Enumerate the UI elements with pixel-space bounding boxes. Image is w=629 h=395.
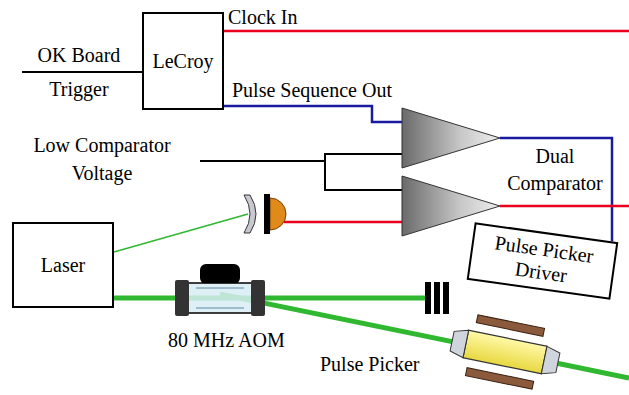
threshold-wire [200,160,325,162]
driver-box: Pulse Picker Driver [467,222,619,300]
photodiode [270,198,286,230]
aom-crystal [188,283,252,313]
gate-wire [500,138,612,242]
threshold-wire [325,154,402,190]
aom-transducer [200,264,240,284]
box-text: LeCroy [152,50,213,73]
photodiode-mount [264,194,270,234]
aom-endcap [175,280,189,316]
box-text: Pulse Picker Driver [477,230,607,293]
comparator-symbol [402,108,500,168]
instrument-box: LeCroy [142,12,224,110]
aom-endcap [251,280,265,316]
clock-wire [222,30,629,33]
signal-label: Low Comparator Voltage [12,131,192,187]
pickoff-beam [114,214,248,252]
part-label: 80 MHz AOM [168,328,285,352]
laser-box: Laser [12,222,114,308]
lens [244,195,256,233]
signal-label: OK Board Trigger [18,38,140,106]
part-label: Pulse Picker [320,352,419,376]
part-label: Dual Comparator [500,143,610,197]
box-text: Laser [41,254,85,277]
beam-block [425,282,449,314]
signal-label: Clock In [228,5,297,29]
signal-label: Pulse Sequence Out [232,78,392,102]
pulse-sequence-wire [222,106,402,122]
clock-out-wire [500,205,629,208]
pulse-picker-cell [446,311,564,393]
trigger-wire [22,71,142,73]
photodiode-wire [284,221,402,224]
laser-beam [114,296,425,301]
